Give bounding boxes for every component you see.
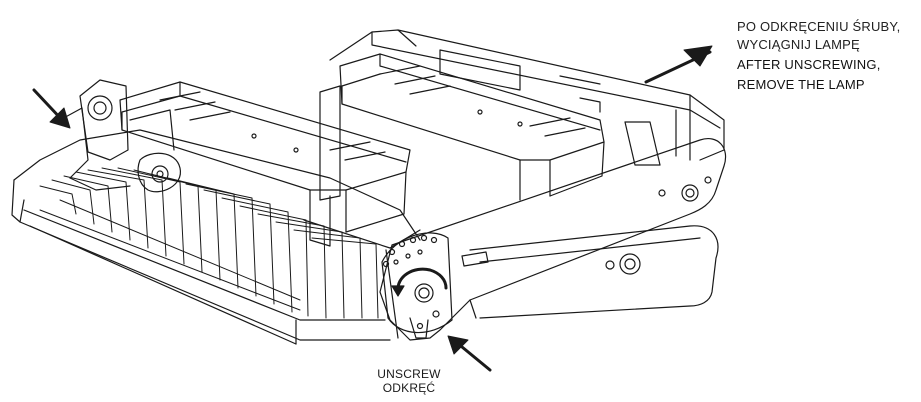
instructions-text: PO ODKRĘCENIU ŚRUBY, WYCIĄGNIJ LAMPĘ AFT… — [737, 18, 900, 94]
instruction-polish-line2: WYCIĄGNIJ LAMPĘ — [737, 37, 860, 52]
rotate-arrow-icon — [391, 267, 448, 297]
instruction-english-line2: REMOVE THE LAMP — [737, 77, 865, 92]
instruction-english-line1: AFTER UNSCREWING, — [737, 57, 881, 72]
cable-gland — [59, 79, 181, 193]
mount-bar — [461, 225, 719, 319]
unscrew-callout: UNSCREW ODKRĘĆ — [369, 367, 449, 395]
instruction-polish-line1: PO ODKRĘCENIU ŚRUBY, — [737, 19, 901, 34]
unscrew-polish: ODKRĘĆ — [382, 381, 436, 395]
driver-box-right — [319, 53, 605, 201]
arrow-unscrew-icon — [447, 335, 492, 372]
driver-box-left — [119, 81, 421, 249]
arrow-left-icon — [32, 88, 71, 129]
unscrew-english: UNSCREW — [377, 367, 441, 381]
arrow-remove-icon — [644, 45, 713, 84]
lamp-base — [11, 129, 421, 345]
